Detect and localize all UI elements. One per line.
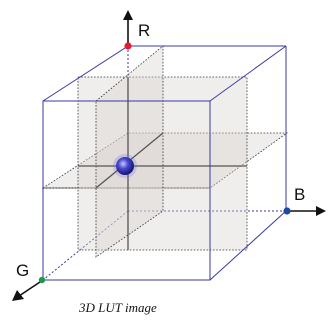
g-axis-label: G [16, 261, 29, 280]
r-axis-arrow [123, 10, 133, 46]
b-axis-label: B [294, 185, 305, 204]
frontal-slice-plane [77, 76, 248, 251]
diagram-caption: 3D LUT image [78, 300, 157, 315]
b-axis-point [283, 207, 291, 215]
b-axis-arrow [288, 206, 326, 216]
cube-visible-edges [42, 45, 287, 281]
g-axis-point [38, 276, 46, 284]
horizontal-slice-plane [41, 132, 289, 189]
r-axis-label: R [138, 21, 150, 40]
sagittal-slice-plane [95, 45, 164, 258]
center-point [116, 157, 134, 175]
r-axis-point [124, 42, 132, 50]
g-axis-arrow [12, 279, 44, 301]
